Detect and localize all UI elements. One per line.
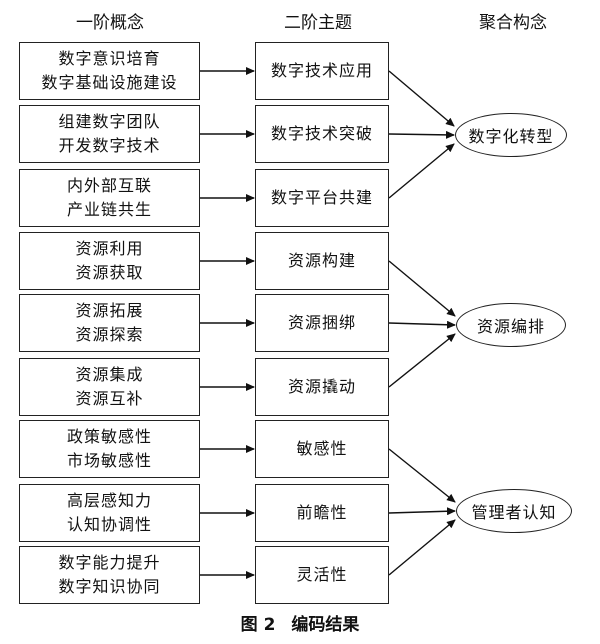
first-order-concept-line: 数字能力提升: [58, 553, 161, 572]
first-order-concept-box: 组建数字团队开发数字技术: [19, 105, 200, 163]
connector-arrow: [388, 519, 456, 576]
first-order-concept-line: 资源探索: [75, 325, 144, 344]
first-order-concept-line: 认知协调性: [66, 515, 152, 534]
first-order-concept-box: 政策敏感性市场敏感性: [19, 420, 200, 478]
connector-arrow: [388, 70, 455, 127]
second-order-theme-label: 资源捆绑: [287, 313, 356, 332]
second-order-theme-box: 数字技术突破: [255, 105, 389, 163]
connector-arrow: [388, 320, 456, 329]
second-order-theme-box: 资源构建: [255, 232, 389, 290]
first-order-concept-line: 高层感知力: [66, 491, 152, 510]
first-order-concept-line: 资源集成: [75, 365, 144, 384]
first-order-concept-box: 数字意识培育数字基础设施建设: [19, 42, 200, 100]
second-order-theme-box: 灵活性: [255, 546, 389, 604]
first-order-concept-line: 开发数字技术: [58, 136, 161, 155]
header-second-order: 二阶主题: [284, 13, 352, 33]
aggregate-construct-ellipse: 数字化转型: [455, 113, 567, 157]
second-order-theme-box: 数字平台共建: [255, 169, 389, 227]
second-order-theme-box: 敏感性: [255, 420, 389, 478]
second-order-theme-label: 敏感性: [296, 439, 348, 458]
second-order-theme-label: 数字技术应用: [270, 61, 373, 80]
connector-arrow: [388, 260, 456, 317]
header-aggregate: 聚合构念: [479, 13, 547, 33]
first-order-concept-line: 组建数字团队: [58, 112, 161, 131]
first-order-concept-box: 内外部互联产业链共生: [19, 169, 200, 227]
first-order-concept-box: 资源拓展资源探索: [19, 294, 200, 352]
first-order-concept-line: 市场敏感性: [66, 451, 152, 470]
connector-arrow: [388, 448, 456, 503]
first-order-concept-line: 政策敏感性: [66, 427, 152, 446]
second-order-theme-box: 数字技术应用: [255, 42, 389, 100]
second-order-theme-label: 数字技术突破: [270, 124, 373, 143]
first-order-concept-line: 内外部互联: [66, 176, 152, 195]
second-order-theme-box: 资源捆绑: [255, 294, 389, 352]
aggregate-construct-label: 资源编排: [476, 317, 545, 336]
first-order-concept-line: 资源获取: [75, 263, 144, 282]
first-order-concept-box: 资源利用资源获取: [19, 232, 200, 290]
second-order-theme-label: 灵活性: [296, 565, 348, 584]
first-order-concept-box: 高层感知力认知协调性: [19, 484, 200, 542]
aggregate-construct-ellipse: 资源编排: [456, 303, 566, 347]
second-order-theme-label: 数字平台共建: [270, 188, 373, 207]
first-order-concept-line: 资源互补: [75, 389, 144, 408]
aggregate-construct-label: 数字化转型: [468, 127, 554, 146]
aggregate-construct-label: 管理者认知: [471, 503, 557, 522]
figure-number: 图 2: [240, 615, 276, 635]
second-order-theme-label: 资源撬动: [287, 377, 356, 396]
connector-arrow: [388, 507, 456, 516]
first-order-concept-line: 资源拓展: [75, 301, 144, 320]
second-order-theme-box: 前瞻性: [255, 484, 389, 542]
first-order-concept-box: 数字能力提升数字知识协同: [19, 546, 200, 604]
first-order-concept-line: 资源利用: [75, 239, 144, 258]
figure-title: 编码结果: [291, 615, 360, 635]
connector-arrow: [388, 333, 456, 388]
first-order-concept-line: 产业链共生: [66, 200, 152, 219]
first-order-concept-box: 资源集成资源互补: [19, 358, 200, 416]
first-order-concept-line: 数字基础设施建设: [41, 73, 178, 92]
aggregate-construct-ellipse: 管理者认知: [456, 489, 572, 533]
second-order-theme-label: 资源构建: [287, 251, 356, 270]
second-order-theme-label: 前瞻性: [296, 503, 348, 522]
connector-arrow: [388, 130, 455, 139]
figure-caption: 图 2 编码结果: [0, 610, 600, 635]
first-order-concept-line: 数字知识协同: [58, 577, 161, 596]
second-order-theme-box: 资源撬动: [255, 358, 389, 416]
first-order-concept-line: 数字意识培育: [58, 49, 161, 68]
header-first-order: 一阶概念: [76, 13, 144, 33]
connector-arrow: [388, 143, 455, 199]
